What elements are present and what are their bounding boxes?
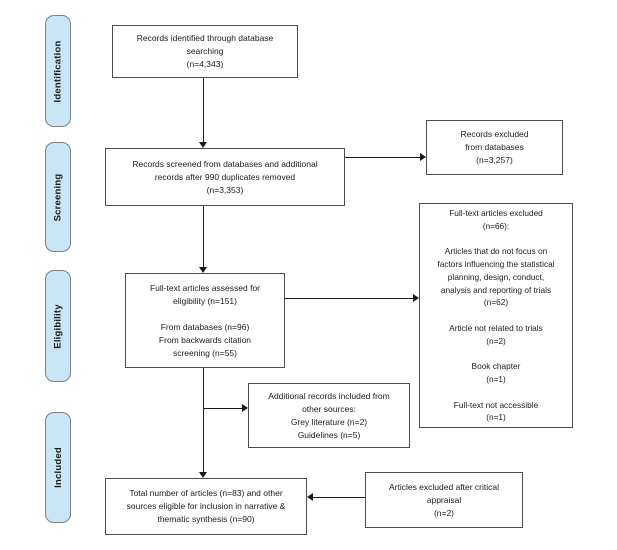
connector-assessed-to-total — [203, 368, 205, 472]
stage-label-text: Identification — [52, 40, 64, 102]
box-fulltext-excluded-text: Full-text articles excluded (n=66): Arti… — [437, 207, 555, 423]
stage-label-included: Included — [45, 412, 71, 523]
box-records-screened-text: Records screened from databases and addi… — [132, 158, 318, 195]
arrowhead-right-icon — [242, 404, 248, 412]
box-additional-records-text: Additional records included from other s… — [268, 390, 390, 440]
box-total-included-text: Total number of articles (n=83) and othe… — [126, 488, 286, 524]
box-records-identified: Records identified through database sear… — [112, 25, 298, 78]
box-additional-records: Additional records included from other s… — [248, 383, 410, 448]
stage-label-text: Eligibility — [52, 303, 64, 349]
connector-assessed-to-fulltext-excluded — [285, 298, 413, 300]
connector-identified-to-screened — [203, 78, 205, 142]
stage-label-screening: Screening — [45, 142, 71, 252]
stage-label-text: Included — [52, 447, 64, 488]
arrowhead-down-icon — [199, 472, 207, 478]
box-total-included: Total number of articles (n=83) and othe… — [105, 478, 307, 535]
connector-branch-to-additional — [204, 408, 242, 410]
box-records-screened: Records screened from databases and addi… — [105, 148, 345, 206]
box-critical-appraisal-text: Articles excluded after critical apprais… — [388, 481, 500, 518]
arrowhead-right-icon — [420, 153, 426, 161]
stage-label-text: Screening — [52, 173, 64, 221]
box-fulltext-excluded: Full-text articles excluded (n=66): Arti… — [419, 203, 573, 428]
box-records-excluded-text: Records excluded from databases (n=3,257… — [460, 129, 529, 165]
arrowhead-down-icon — [199, 267, 207, 273]
box-records-identified-text: Records identified through database sear… — [136, 33, 274, 69]
arrowhead-left-icon — [307, 493, 313, 501]
arrowhead-right-icon — [413, 294, 419, 302]
stage-label-identification: Identification — [45, 15, 71, 127]
box-records-excluded: Records excluded from databases (n=3,257… — [426, 120, 563, 175]
box-critical-appraisal: Articles excluded after critical apprais… — [365, 472, 523, 528]
connector-critical-to-total — [313, 497, 365, 499]
box-fulltext-assessed: Full-text articles assessed for eligibil… — [125, 273, 285, 368]
stage-label-eligibility: Eligibility — [45, 270, 71, 382]
connector-screened-to-assessed — [203, 206, 205, 267]
box-fulltext-assessed-text: Full-text articles assessed for eligibil… — [149, 282, 261, 358]
arrowhead-down-icon — [199, 142, 207, 148]
connector-screened-to-excluded — [345, 157, 420, 159]
